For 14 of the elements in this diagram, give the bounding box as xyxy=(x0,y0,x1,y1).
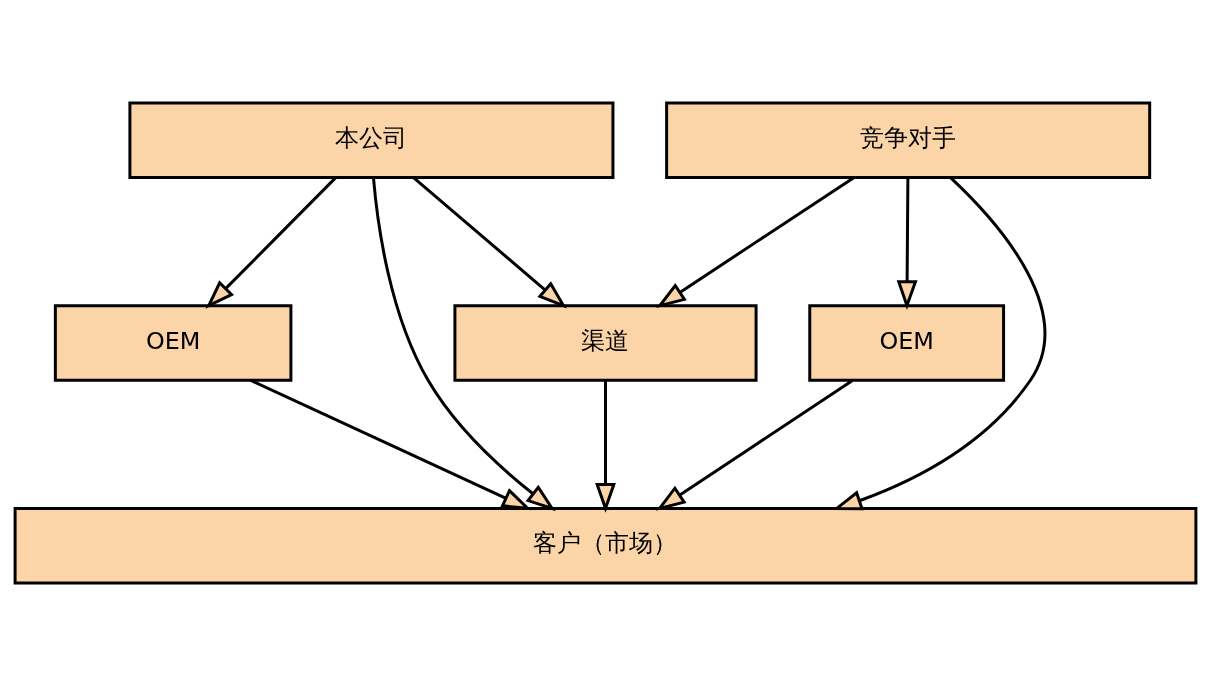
node-box: 竞争对手 xyxy=(665,101,1152,179)
arrow xyxy=(412,176,567,309)
node-box: 客户（市场） xyxy=(13,507,1198,585)
node-box: 渠道 xyxy=(453,304,758,382)
arrow xyxy=(595,380,616,513)
arrow xyxy=(250,379,532,511)
arrow xyxy=(896,177,918,311)
arrow xyxy=(656,176,855,309)
node-box: OEM xyxy=(808,304,1006,382)
arrow xyxy=(371,177,556,512)
arrow xyxy=(655,379,853,511)
node-box: 本公司 xyxy=(128,101,615,179)
arrow xyxy=(205,176,337,309)
node-box: OEM xyxy=(53,304,293,382)
